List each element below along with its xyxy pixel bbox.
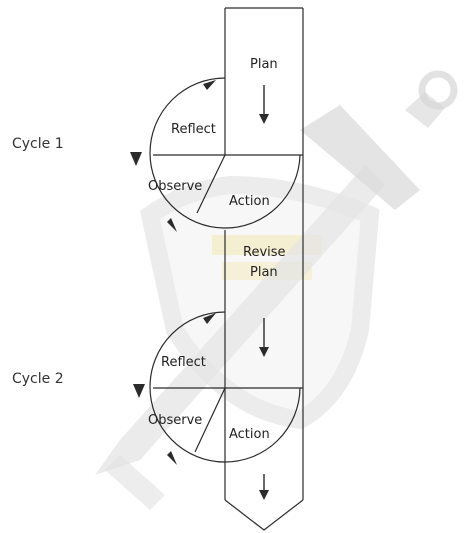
cycle-1-circle bbox=[149, 77, 301, 229]
plan-column bbox=[224, 7, 304, 531]
cycle-2-diagonal bbox=[194, 387, 226, 453]
revise-label-line2: Plan bbox=[250, 265, 278, 280]
plan-label: Plan bbox=[250, 57, 278, 72]
cycle-1-action-label: Action bbox=[229, 194, 270, 209]
cycle-2-arrow-left bbox=[133, 384, 145, 398]
cycle-1-arrow-top bbox=[203, 80, 216, 90]
cycle-2-action-label: Action bbox=[229, 427, 270, 442]
cycle-1 bbox=[130, 77, 303, 232]
cycle-1-arrow-left bbox=[130, 152, 142, 166]
cycle-2-circle bbox=[149, 311, 301, 463]
cycle-1-label: Cycle 1 bbox=[12, 136, 64, 152]
column-arrow-tip bbox=[224, 499, 304, 531]
flow-arrows bbox=[259, 85, 269, 500]
cycle-2-observe-label: Observe bbox=[148, 413, 202, 428]
cycle-2-label: Cycle 2 bbox=[12, 371, 64, 387]
revise-label-line1: Revise bbox=[243, 245, 286, 260]
cycle-2-reflect-label: Reflect bbox=[161, 355, 206, 370]
revise-down-arrow-head bbox=[259, 347, 269, 357]
cycle-1-reflect-label: Reflect bbox=[171, 122, 216, 137]
cycle-1-diagonal bbox=[196, 154, 226, 214]
cycle-2-arrow-top bbox=[203, 313, 216, 324]
cycle-1-arrow-bottom bbox=[167, 218, 177, 232]
watermark-logo bbox=[95, 70, 458, 510]
bottom-down-arrow-head bbox=[259, 490, 269, 500]
cycle-1-observe-label: Observe bbox=[148, 179, 202, 194]
cycle-2 bbox=[133, 311, 303, 465]
plan-down-arrow-head bbox=[259, 114, 269, 124]
cycle-2-arrow-bottom bbox=[167, 451, 177, 465]
